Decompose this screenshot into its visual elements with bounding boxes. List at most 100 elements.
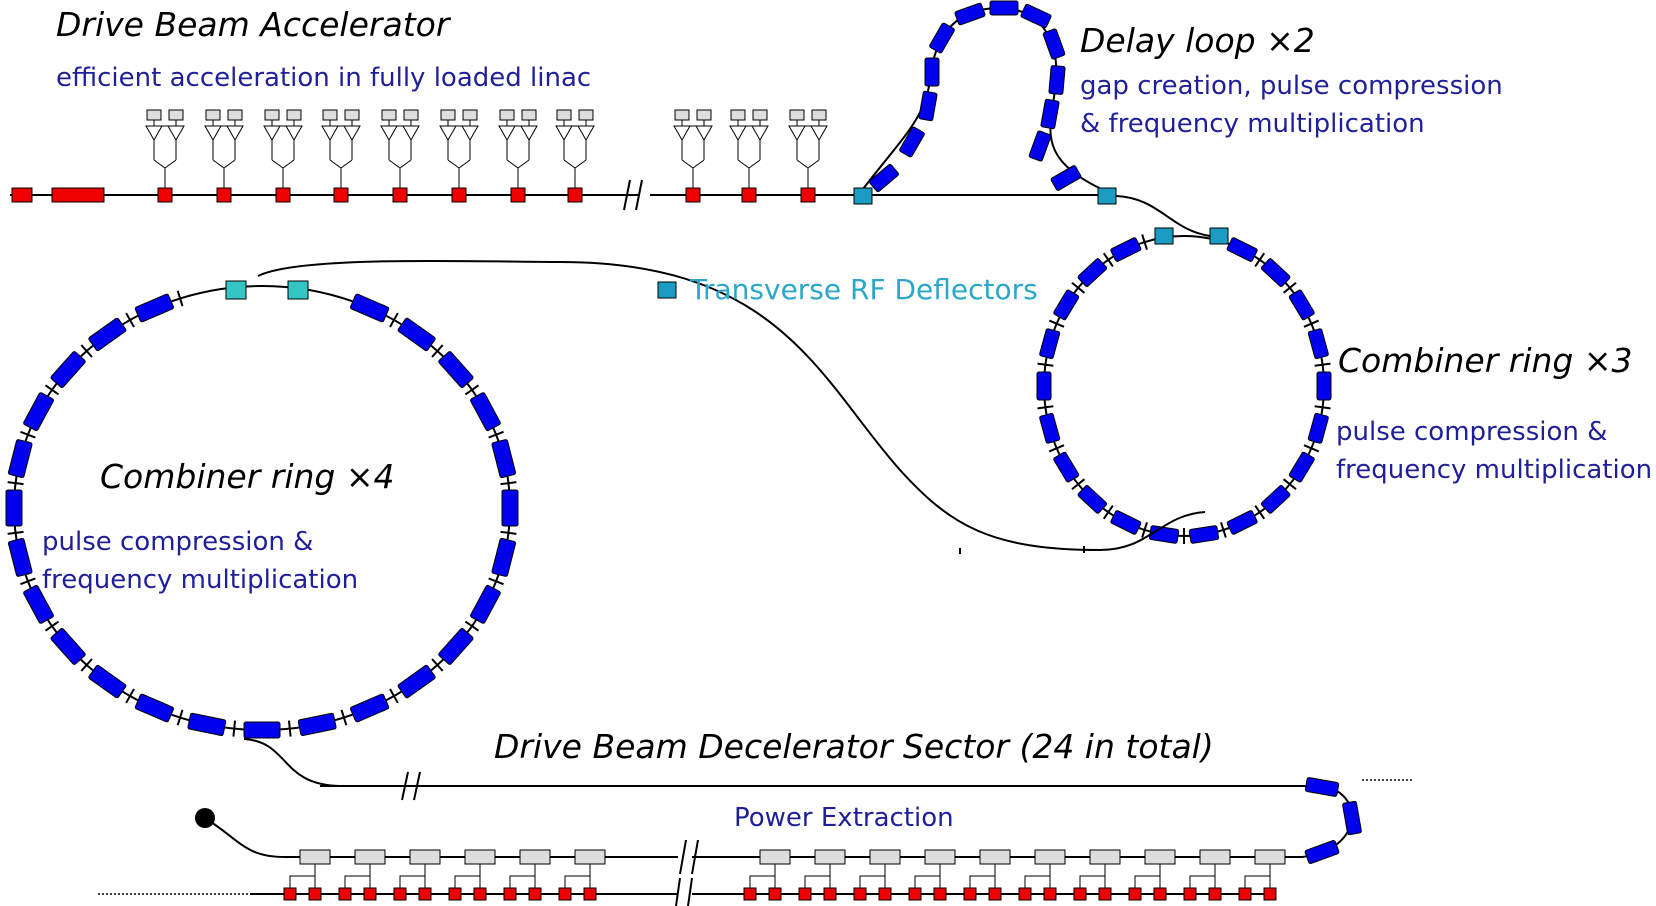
accelerating-structure [768,887,782,901]
rf-deflector [1097,187,1117,205]
quadrupole [1303,444,1320,453]
quadrupole [232,720,237,737]
accelerating-structure [418,887,432,901]
bending-magnet [50,627,86,665]
bending-magnet [1260,258,1291,287]
accelerating-structure [798,887,812,901]
klystron-unit [145,109,185,203]
bending-magnet [397,664,436,699]
bending-magnet [134,693,174,723]
accelerating-cavity [157,187,173,203]
turnaround-magnets [1304,777,1362,864]
accelerating-structure [448,887,462,901]
accelerating-structure [1018,887,1032,901]
quadrupole [389,688,399,704]
transverse-rf-deflectors-label: Transverse RF Deflectors [690,273,1038,306]
accelerating-structure [988,887,1002,901]
pets-structure [814,849,846,865]
quadrupole [44,620,60,632]
accelerating-structure [1073,887,1087,901]
quadrupole [1141,521,1148,538]
accelerating-cavity [216,187,232,203]
bending-magnet [470,584,501,624]
klystron-unit [439,109,479,203]
combiner-ring-4-title: Combiner ring ×4 [100,457,395,496]
accelerating-structure [503,887,517,901]
quadrupole [20,577,36,586]
combiner-ring-3-title: Combiner ring ×3 [1338,341,1633,380]
accelerating-cavity [392,187,408,203]
bending-magnet [1260,485,1291,514]
bending-magnet [491,537,517,577]
quadrupole [500,481,517,486]
combiner-ring-4-subtitle-2: frequency multiplication [42,565,359,595]
pets-structure [1089,849,1121,865]
bending-magnet [1288,289,1315,321]
accelerating-structure [878,887,892,901]
quadrupole [80,658,93,672]
quadrupole [1314,362,1331,367]
bending-magnet [1028,130,1052,162]
bending-magnet [397,317,436,352]
accelerating-structure [1183,887,1197,901]
quadrupole [1102,252,1114,267]
bending-magnet [350,293,390,323]
pets-structure [869,849,901,865]
pets-structure [924,849,956,865]
klystron-unit [204,109,244,203]
bending-magnet [88,664,127,699]
accelerating-structure [963,887,977,901]
rf-deflector [1209,227,1229,245]
pets-structure [1144,849,1176,865]
quadrupole [44,384,60,396]
bending-magnet [187,712,227,737]
accelerating-structure [908,887,922,901]
quadrupole [176,290,184,307]
legend-swatch [657,281,677,299]
bending-magnet [1342,800,1362,836]
accelerating-structure [338,887,352,901]
bending-magnet [1053,289,1080,321]
bending-magnet [1077,485,1108,514]
bending-magnet [470,392,501,432]
bending-magnet [7,537,33,577]
quadrupole [1314,405,1331,410]
decelerator-title: Drive Beam Decelerator Sector (24 in tot… [494,727,1214,766]
quadrupole [389,312,399,328]
bending-magnet [297,712,337,737]
quadrupole [1254,252,1266,267]
bending-magnet [929,22,955,54]
accelerating-structure [308,887,322,901]
accelerating-structure [1043,887,1057,901]
accelerating-structure [1238,887,1252,901]
bending-magnet [869,163,899,193]
bending-magnet [1110,510,1142,535]
combiner-ring-3-magnets [1036,234,1332,544]
power-extraction-label: Power Extraction [734,803,954,833]
quadrupole [431,658,444,672]
accelerating-structure [583,887,597,901]
accelerating-structure [1263,887,1277,901]
accelerating-structure [1098,887,1112,901]
bending-magnet [1307,328,1329,360]
pets-structure [1254,849,1286,865]
combiner-ring-4 [5,280,519,739]
decelerator-sector [98,777,1362,906]
bending-magnet [438,627,474,665]
accelerating-cavity [741,187,757,203]
combiner-ring-3-subtitle-2: frequency multiplication [1336,455,1653,485]
quadrupole [1048,319,1065,328]
accelerating-structures [283,887,1277,901]
bending-magnet [134,293,174,323]
klystron-units [145,109,828,203]
accelerating-cavity [275,187,291,203]
bending-magnet [23,392,54,432]
rf-deflector [225,280,247,300]
bending-magnet [50,351,86,389]
bending-magnet [1316,371,1332,401]
quadrupole [80,344,93,358]
drive-beam-accelerator-title: Drive Beam Accelerator [56,5,450,44]
bending-magnet [1020,3,1052,29]
bending-magnet [1036,371,1052,401]
klystron-unit [321,109,361,203]
